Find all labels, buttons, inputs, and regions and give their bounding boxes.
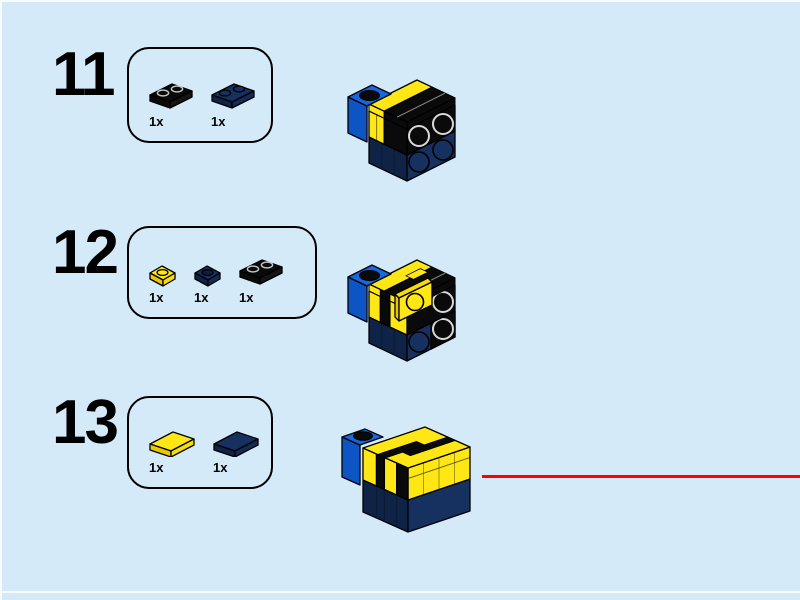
step-11-number: 11 — [52, 40, 116, 109]
page-frame-left — [0, 0, 2, 600]
part-count: 1x — [239, 290, 254, 305]
step-13-number: 13 — [52, 388, 119, 457]
part-count: 1x — [149, 290, 164, 305]
plate-1x1-dark-blue-icon — [194, 265, 221, 287]
plate-1x2-dark-blue-icon — [211, 83, 255, 109]
part-plate-1x2-black: 1x — [237, 257, 285, 305]
red-divider-line — [482, 475, 800, 478]
model-step-11-image — [347, 79, 456, 182]
step-13-parts-box: 1x 1x — [127, 396, 273, 489]
page-frame-bottom — [0, 591, 800, 593]
step-12-parts-box: 1x 1x 1x — [127, 226, 317, 319]
part-count: 1x — [211, 114, 226, 129]
model-step-12-image — [347, 259, 456, 362]
part-plate-1x1-yellow: 1x — [147, 262, 178, 305]
step-12-number: 12 — [52, 218, 119, 287]
plate-1x2-black-icon — [149, 83, 193, 109]
part-count: 1x — [194, 290, 209, 305]
part-count: 1x — [149, 114, 164, 129]
tile-1x2-dark-blue-icon — [213, 431, 259, 457]
part-plate-1x2-black: 1x — [147, 81, 195, 129]
tile-1x2-yellow-icon — [149, 431, 195, 457]
part-plate-1x2-dark-blue: 1x — [209, 81, 257, 129]
model-step-13-image — [341, 426, 471, 533]
step-11-parts-box: 1x 1x — [127, 47, 273, 143]
plate-1x2-black-icon — [239, 259, 283, 285]
part-plate-1x1-dark-blue: 1x — [192, 262, 223, 305]
page-frame-top — [0, 0, 800, 2]
part-count: 1x — [213, 460, 228, 475]
plate-1x1-yellow-icon — [149, 265, 176, 287]
part-count: 1x — [149, 460, 164, 475]
part-tile-1x2-yellow: 1x — [147, 429, 197, 475]
part-tile-1x2-dark-blue: 1x — [211, 429, 261, 475]
